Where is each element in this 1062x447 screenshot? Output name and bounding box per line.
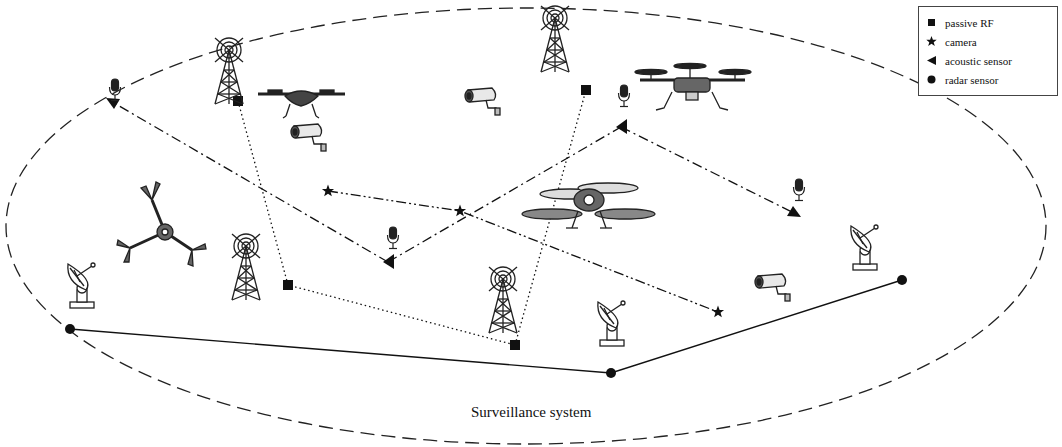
legend-swatch xyxy=(925,54,938,67)
system-caption: Surveillance system xyxy=(471,404,591,421)
legend-text: passive RF xyxy=(945,17,994,29)
legend-text: camera xyxy=(945,36,977,48)
legend-swatch xyxy=(925,16,938,29)
legend-text: acoustic sensor xyxy=(945,55,1012,67)
legend-row: radar sensor xyxy=(925,70,1051,89)
legend-row: passive RF xyxy=(925,13,1051,32)
legend-row: acoustic sensor xyxy=(925,51,1051,70)
legend-row: camera xyxy=(925,32,1051,51)
legend-box: passive RF camera acoustic sensor radar sen… xyxy=(918,6,1058,96)
legend-text: radar sensor xyxy=(945,74,998,86)
legend-swatch xyxy=(925,35,938,48)
legend-swatch xyxy=(925,73,938,86)
